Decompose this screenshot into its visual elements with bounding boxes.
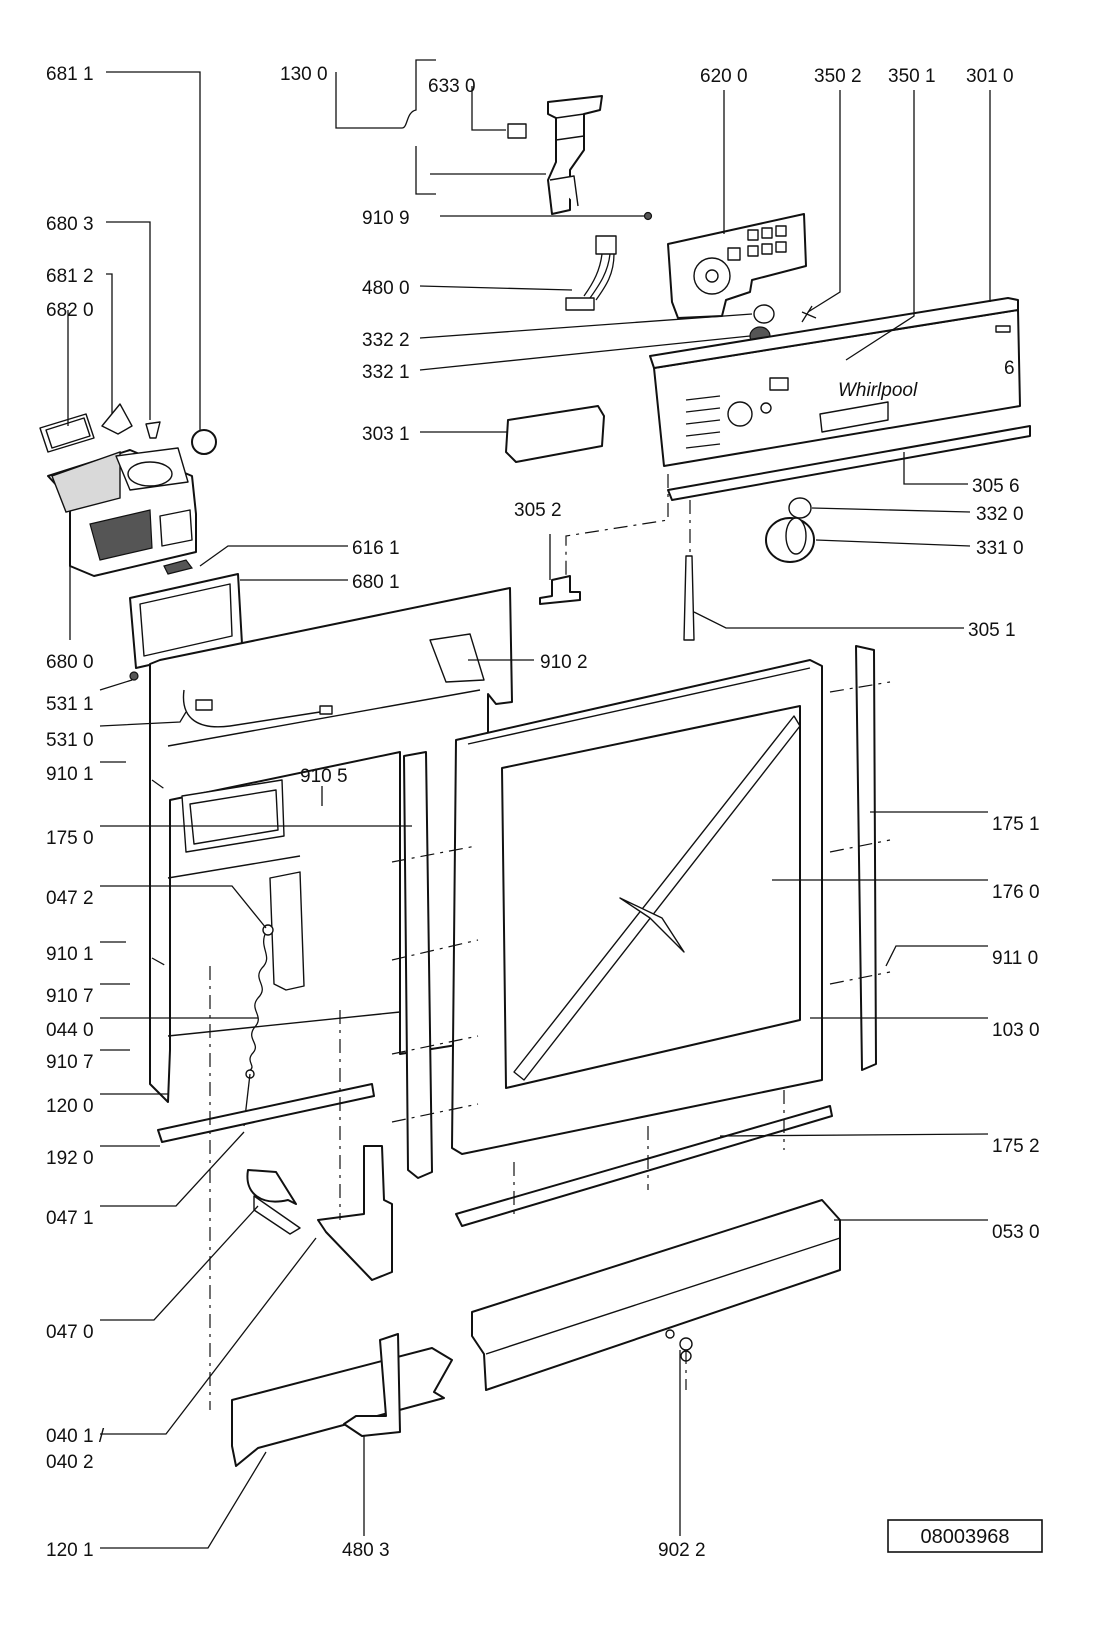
- callout-053-0: 053 0: [992, 1222, 1040, 1243]
- callout-044-0: 044 0: [46, 1020, 94, 1041]
- switch-assembly-part: [507, 95, 603, 215]
- leader-lines: [67, 59, 991, 1549]
- dispenser-part: [39, 403, 217, 577]
- callout-350-2: 350 2: [814, 66, 862, 87]
- callout-305-2: 305 2: [514, 500, 562, 521]
- clip-part: [343, 1333, 401, 1437]
- hinge-part: [246, 1169, 301, 1235]
- callout-480-3: 480 3: [342, 1540, 390, 1561]
- wiring-harness-part: [565, 235, 617, 311]
- callout-331-0: 331 0: [976, 538, 1024, 559]
- callout-616-1: 616 1: [352, 538, 400, 559]
- callout-911-0: 911 0: [992, 948, 1038, 969]
- gasket-part: [129, 573, 243, 669]
- callout-680-1: 680 1: [352, 572, 400, 593]
- svg-text:6: 6: [1004, 358, 1015, 379]
- spring-clip-part: [801, 305, 817, 323]
- outer-door-part: [451, 659, 823, 1155]
- latch-plate-part: [163, 559, 194, 575]
- callout-902-2: 902 2: [658, 1540, 706, 1561]
- callout-633-0: 633 0: [428, 76, 476, 97]
- handle-part: [505, 405, 605, 463]
- callout-332-2: 332 2: [362, 330, 410, 351]
- callout-910-7-lower: 910 7: [46, 1052, 94, 1073]
- callout-176-0: 176 0: [992, 882, 1040, 903]
- callout-681-1: 681 1: [46, 64, 94, 85]
- callout-130-0: 130 0: [280, 64, 328, 85]
- callout-620-0: 620 0: [700, 66, 748, 87]
- reference-number: 08003968: [921, 1526, 1010, 1548]
- left-side-strip-part: [403, 751, 433, 1179]
- callout-047-0: 047 0: [46, 1322, 94, 1343]
- callout-910-1-upper: 910 1: [46, 764, 94, 785]
- callout-labels: 681 1 130 0 633 0 620 0 350 2 350 1 301 …: [46, 64, 1040, 1561]
- trim-strip-part: [667, 425, 1031, 501]
- callout-910-5: 910 5: [300, 766, 348, 787]
- callout-120-0: 120 0: [46, 1096, 94, 1117]
- bracket-part: [539, 575, 581, 605]
- control-board-part: [643, 211, 807, 319]
- callout-531-0: 531 0: [46, 730, 94, 751]
- callout-301-0: 301 0: [966, 66, 1014, 87]
- callout-681-2: 681 2: [46, 266, 94, 287]
- callout-332-1: 332 1: [362, 362, 410, 383]
- control-panel-part: Whirlpool 6: [649, 297, 1021, 467]
- callout-192-0: 192 0: [46, 1148, 94, 1169]
- lower-panel-part: [231, 1347, 453, 1467]
- callout-175-0: 175 0: [46, 828, 94, 849]
- bottom-seal-part: [157, 1083, 375, 1143]
- callout-910-2: 910 2: [540, 652, 588, 673]
- callout-910-7-upper: 910 7: [46, 986, 94, 1007]
- kick-plate-part: [471, 1199, 841, 1391]
- callout-680-0: 680 0: [46, 652, 94, 673]
- callout-305-1: 305 1: [968, 620, 1016, 641]
- reference-number-box: 08003968: [887, 1519, 1043, 1553]
- hinge-bracket-part: [317, 1145, 393, 1281]
- knob-part: [765, 497, 815, 563]
- assembly-guide-lines: [151, 474, 891, 1410]
- svg-text:Whirlpool: Whirlpool: [838, 380, 918, 401]
- callout-175-1: 175 1: [992, 814, 1040, 835]
- callout-531-1: 531 1: [46, 694, 94, 715]
- callout-682-0: 682 0: [46, 300, 94, 321]
- callout-040-1: 040 1 /: [46, 1426, 105, 1447]
- door-spring-part: [243, 924, 274, 1127]
- callout-910-1-lower: 910 1: [46, 944, 94, 965]
- callout-910-9: 910 9: [362, 208, 410, 229]
- callout-047-2: 047 2: [46, 888, 94, 909]
- callout-040-2: 040 2: [46, 1452, 94, 1473]
- callout-103-0: 103 0: [992, 1020, 1040, 1041]
- right-side-strip-part: [855, 645, 877, 1071]
- rod-part: [683, 555, 695, 641]
- callout-120-1: 120 1: [46, 1540, 94, 1561]
- callout-480-0: 480 0: [362, 278, 410, 299]
- callout-350-1: 350 1: [888, 66, 936, 87]
- callout-303-1: 303 1: [362, 424, 410, 445]
- callout-332-0: 332 0: [976, 504, 1024, 525]
- callout-305-6: 305 6: [972, 476, 1020, 497]
- callout-680-3: 680 3: [46, 214, 94, 235]
- callout-047-1: 047 1: [46, 1208, 94, 1229]
- callout-175-2: 175 2: [992, 1136, 1040, 1157]
